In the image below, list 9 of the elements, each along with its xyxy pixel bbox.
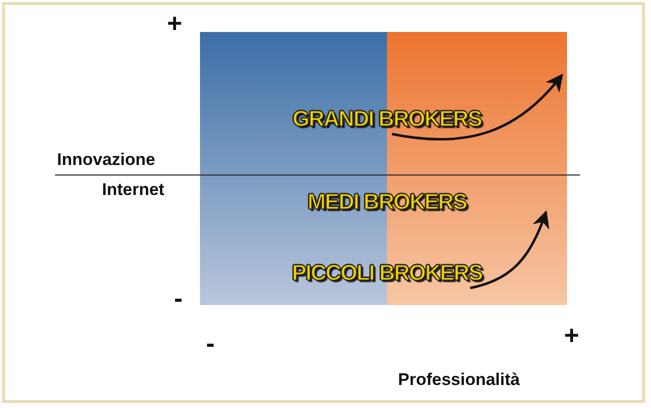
axis-sign: - xyxy=(206,328,215,359)
axis-title: Professionalità xyxy=(398,370,520,390)
axis-sign: + xyxy=(167,8,182,39)
curved-arrow xyxy=(470,210,549,290)
axis-title: Internet xyxy=(102,180,164,200)
axis-sign: - xyxy=(174,283,183,314)
axis-title: Innovazione xyxy=(57,150,156,170)
axis-sign: + xyxy=(564,320,580,351)
segment-label: PICCOLI BROKERS xyxy=(292,260,482,286)
